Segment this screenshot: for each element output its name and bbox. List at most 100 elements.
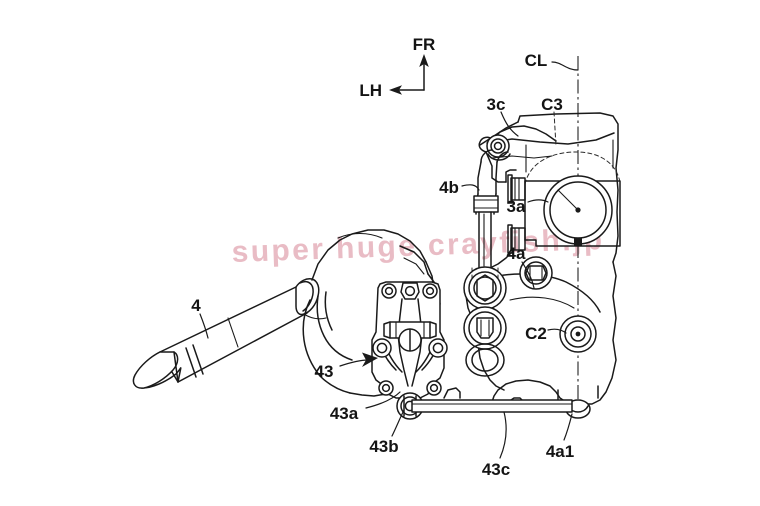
lh-arrow-head (389, 85, 402, 95)
leader-3c (500, 111, 519, 137)
rod-sleeve (473, 195, 499, 213)
leader-43c (499, 411, 507, 459)
callout-labels: 3c C3 4b 3a 4a C2 4 43 43a 43b 43c 4a1 (191, 95, 574, 479)
rod-yoke-right (496, 151, 509, 163)
callout-4a1: 4a1 (546, 442, 574, 461)
rod-eye-inner (473, 276, 497, 300)
crankcase-lower-inner-1 (497, 273, 601, 313)
lh-label: LH (359, 81, 382, 100)
callout-43b: 43b (369, 437, 398, 456)
leader-4 (199, 313, 209, 339)
rod-eye2-nut-lines (480, 319, 490, 337)
leader-3a (527, 199, 549, 203)
boss-key-block (574, 238, 582, 246)
callout-4: 4 (191, 296, 201, 315)
leader-c2 (547, 328, 567, 334)
cover-inner-arc-2 (324, 291, 333, 331)
flange-boss-lower (510, 227, 526, 251)
housing-lug-ul-outer (381, 283, 397, 299)
rod-yoke-left (480, 149, 493, 163)
arm-ball-inner (493, 141, 503, 151)
shaft-step-ring-2 (192, 344, 204, 375)
housing-pin-right-cap (429, 321, 437, 339)
housing-pin-left-cap (383, 321, 391, 339)
crankcase-left-contour (465, 252, 512, 391)
arm-ball-mid (490, 138, 506, 154)
arm-left-round (478, 136, 493, 153)
housing-pin-lines (395, 321, 425, 339)
callout-43a: 43a (330, 404, 359, 423)
arm-ball-collar (487, 153, 511, 161)
housing-side-boss-right-outer (428, 338, 448, 358)
centerline-group: CL (525, 51, 579, 418)
shaft-tip-seam (173, 351, 179, 383)
housing-side-boss-left-outer (372, 338, 392, 358)
flange-boss-lower-lip (507, 224, 513, 254)
rod-eye-mid (468, 271, 502, 305)
rod-sleeve-lines (473, 199, 499, 209)
callout-3a: 3a (507, 197, 526, 216)
cl-label: CL (525, 51, 548, 70)
leader-lines (199, 111, 573, 459)
callout-C3: C3 (541, 95, 563, 114)
crankcase-body (465, 112, 621, 419)
c2-boss-mid (564, 320, 592, 348)
rod-eye-hidden (471, 267, 499, 283)
leader-43a (365, 391, 401, 409)
shaft-step-ring-1 (185, 347, 197, 378)
arm-ball-outer (486, 134, 510, 158)
callout-3c: 3c (487, 95, 506, 114)
shaft-bottom-edge (177, 312, 308, 383)
boss-hidden-arc (524, 151, 621, 185)
crankcase-lower-right-outline (577, 261, 617, 405)
callout-43: 43 (315, 362, 334, 381)
cover-rib-detail (403, 257, 425, 275)
upper-arm-bracket (478, 125, 557, 183)
rod-eye-nut (476, 274, 494, 302)
leader-43b (391, 409, 405, 437)
leader-4a1 (563, 413, 573, 441)
shaft-root-seam (303, 313, 327, 320)
housing-lug-ur-inner (425, 286, 435, 296)
shaft-tip-cap (132, 351, 179, 389)
flange-boss-upper-lines (514, 177, 520, 201)
leader-c3 (553, 111, 557, 147)
crankcase-upper-right-outline (517, 112, 619, 263)
arm-left-edge (485, 151, 507, 183)
link-rod-body (411, 399, 573, 413)
housing-lug-ll-inner (381, 383, 391, 393)
orientation-indicator: FR LH (359, 35, 435, 100)
control-link-43c (411, 387, 573, 413)
actuator-housing-43 (371, 281, 448, 420)
cover-left-outline (302, 299, 351, 394)
callout-43c: 43c (482, 460, 510, 479)
housing-side-boss-right-inner (432, 342, 444, 354)
rod-eye2-nut (476, 317, 494, 339)
fr-label: FR (413, 35, 436, 54)
boss-4a-hex (525, 265, 547, 281)
flange-boss-lower-lines (514, 227, 520, 251)
housing-lug-ur-outer (422, 283, 438, 299)
housing-top-boss-hole (404, 285, 416, 297)
rod-eye3-inner (471, 348, 499, 372)
rod-eye-outer (463, 266, 507, 310)
housing-lug-lr-outer (426, 380, 442, 396)
housing-lug-lr-inner (429, 383, 439, 393)
housing-top-boss (400, 282, 420, 300)
cover-bottom-edge (349, 392, 387, 397)
shaft-mark (227, 317, 239, 348)
flange-boss-upper (510, 177, 526, 201)
cover-inner-arc-1 (316, 295, 353, 361)
c2-center-dot (575, 331, 581, 337)
housing-side-boss-left-inner (376, 342, 388, 354)
rod-eye3-outer (465, 343, 505, 377)
callout-C2: C2 (525, 324, 547, 343)
boss-4a-mid (524, 261, 548, 285)
shift-shaft-4 (132, 278, 327, 389)
connecting-rod-4b (463, 149, 509, 377)
cl-leader (551, 61, 579, 71)
c2-boss-inner (570, 326, 586, 342)
